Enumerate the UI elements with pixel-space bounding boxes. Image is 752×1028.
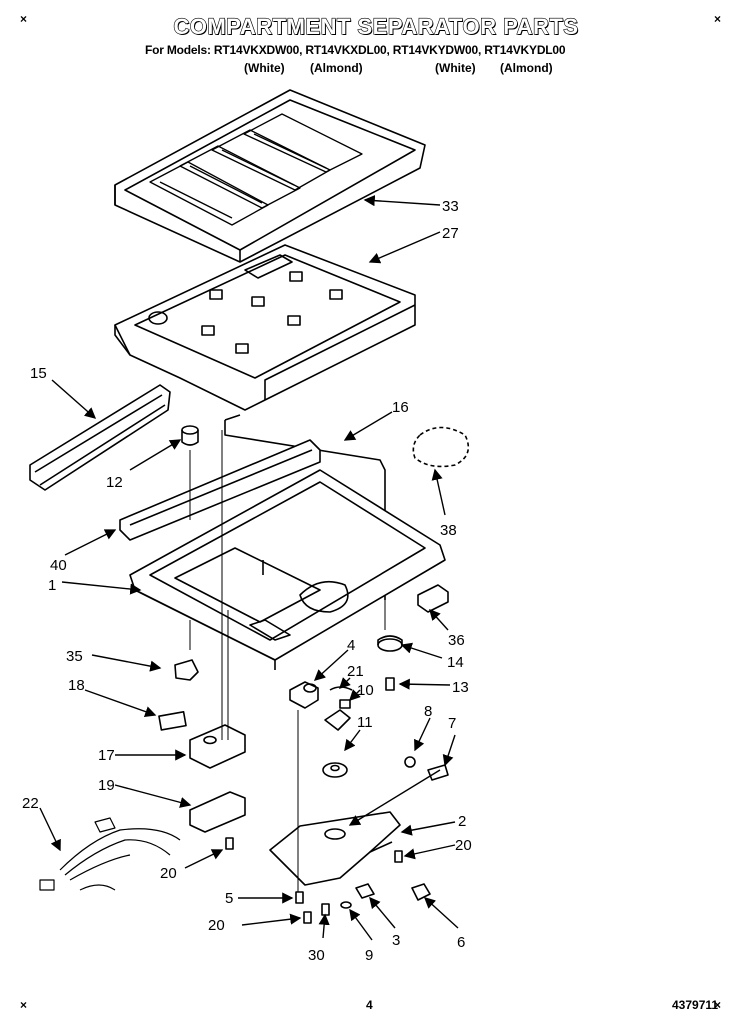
corner-mark: × xyxy=(714,12,722,26)
part-18-gasket xyxy=(158,711,187,731)
part-14-cap xyxy=(377,635,403,652)
label-21: 21 xyxy=(347,663,364,680)
label-30: 30 xyxy=(308,947,325,964)
part-7-socket xyxy=(427,764,449,781)
label-22: 22 xyxy=(22,795,39,812)
part-33-cover-panel xyxy=(114,89,426,263)
label-3: 3 xyxy=(392,932,400,949)
label-10: 10 xyxy=(357,682,374,699)
models-line: For Models: RT14VKXDW00, RT14VKXDL00, RT… xyxy=(145,43,566,57)
label-40: 40 xyxy=(50,557,67,574)
part-36-block xyxy=(417,584,449,613)
part-11-disc xyxy=(322,762,348,778)
page-title: COMPARTMENT SEPARATOR PARTS xyxy=(173,13,579,39)
color-label-4: (Almond) xyxy=(500,61,553,75)
label-7: 7 xyxy=(448,715,456,732)
page-number: 4 xyxy=(366,998,373,1012)
part-8-bulb xyxy=(404,756,416,768)
label-14: 14 xyxy=(447,654,464,671)
label-6: 6 xyxy=(457,934,465,951)
corner-mark: × xyxy=(20,12,28,26)
part-13-screw xyxy=(385,677,395,691)
part-20-screw-c xyxy=(303,911,312,924)
label-5: 5 xyxy=(225,890,233,907)
leader-arrows xyxy=(39,195,459,941)
label-15: 15 xyxy=(30,365,47,382)
part-3-connector xyxy=(355,883,375,899)
part-27-tray xyxy=(114,244,416,411)
part-19-bracket xyxy=(189,791,246,833)
label-36: 36 xyxy=(448,632,465,649)
label-11: 11 xyxy=(357,714,373,731)
assembly-guide-lines xyxy=(189,430,386,892)
part-1-base xyxy=(129,469,446,670)
label-9: 9 xyxy=(365,947,373,964)
label-38: 38 xyxy=(440,522,457,539)
label-4: 4 xyxy=(347,637,355,654)
part-20-screw-a xyxy=(225,837,234,850)
part-12-grommet xyxy=(181,425,199,446)
label-20-bottom: 20 xyxy=(208,917,225,934)
color-label-2: (Almond) xyxy=(310,61,363,75)
part-15-rail xyxy=(29,384,171,491)
part-4-housing xyxy=(289,681,319,709)
part-22-harness xyxy=(39,817,181,891)
part-number-labels: 33 27 15 16 12 38 40 1 36 35 4 14 18 21 … xyxy=(22,198,472,964)
label-20-right: 20 xyxy=(455,837,472,854)
part-30-screw xyxy=(321,903,330,916)
label-19: 19 xyxy=(98,777,115,794)
label-2: 2 xyxy=(458,813,466,830)
part-6-connector xyxy=(411,883,431,901)
label-20-left: 20 xyxy=(160,865,177,882)
part-5-screw xyxy=(295,891,304,904)
part-35-clip xyxy=(174,659,199,681)
label-13: 13 xyxy=(452,679,469,696)
part-2-housing xyxy=(269,811,401,886)
part-40-strip xyxy=(119,439,321,541)
document-number: 4379711 xyxy=(672,998,719,1012)
label-27: 27 xyxy=(442,225,459,242)
corner-mark: × xyxy=(20,998,28,1012)
label-17: 17 xyxy=(98,747,115,764)
color-label-3: (White) xyxy=(435,61,476,75)
part-9-washer xyxy=(340,901,352,909)
label-12: 12 xyxy=(106,474,123,491)
part-17-control xyxy=(189,724,246,769)
label-8: 8 xyxy=(424,703,432,720)
label-33: 33 xyxy=(442,198,459,215)
corner-mark: × xyxy=(714,998,722,1012)
label-18: 18 xyxy=(68,677,85,694)
label-16: 16 xyxy=(392,399,409,416)
color-label-1: (White) xyxy=(244,61,285,75)
label-1: 1 xyxy=(48,577,56,594)
part-20-screw-b xyxy=(394,850,403,863)
part-10-knob xyxy=(324,699,351,731)
label-35: 35 xyxy=(66,648,83,665)
part-38-disc xyxy=(412,426,470,468)
